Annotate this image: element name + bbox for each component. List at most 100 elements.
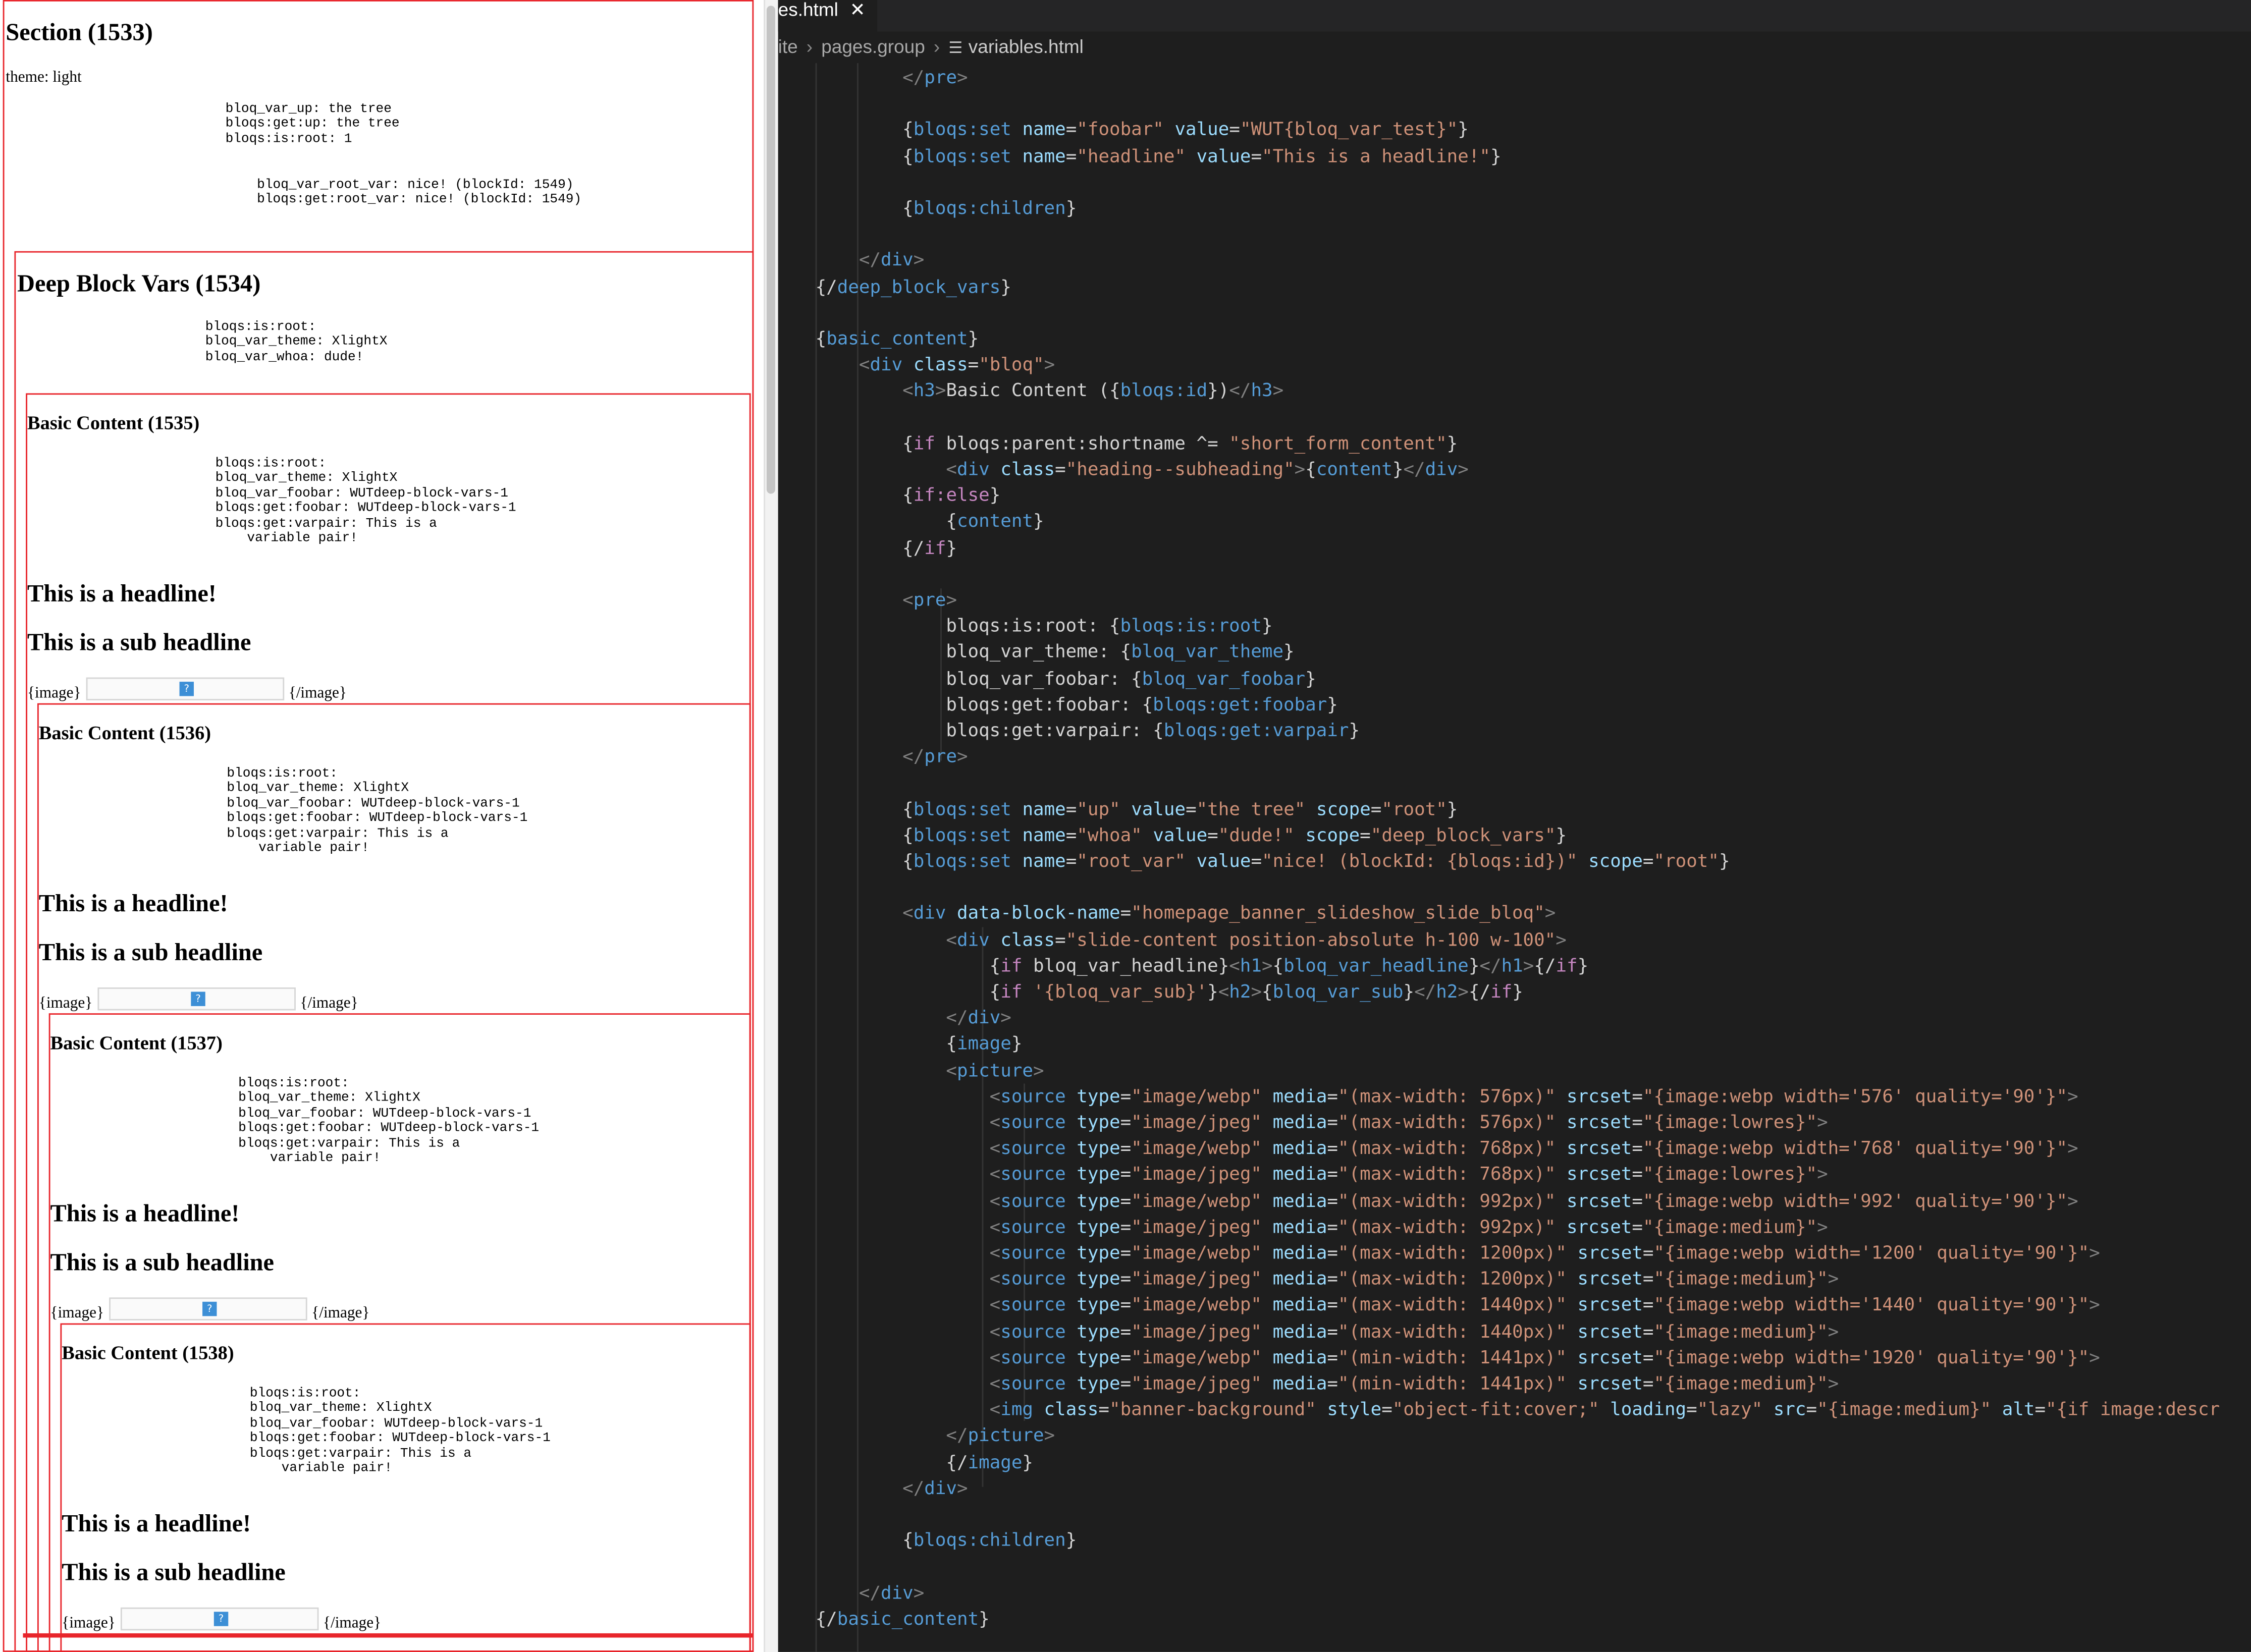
code-line[interactable]: {if bloqs:parent:shortname ^= "short_for… <box>816 430 1458 457</box>
broken-image-icon: ? <box>202 1301 217 1316</box>
code-line[interactable]: </div> <box>816 1475 968 1501</box>
code-token: = <box>1120 1268 1132 1289</box>
code-token: div <box>957 458 990 480</box>
code-token: source <box>1000 1137 1066 1159</box>
code-token: > <box>1294 458 1306 480</box>
code-line[interactable]: {if:else} <box>816 482 1001 509</box>
code-token: < <box>815 1346 1001 1368</box>
code-line[interactable]: </pre> <box>816 65 968 91</box>
code-token: "image/webp" <box>1131 1346 1262 1368</box>
code-line[interactable]: {bloqs:children} <box>816 195 1077 222</box>
preview-scrollbar-thumb[interactable] <box>766 6 775 494</box>
code-token: > <box>1828 1268 1839 1289</box>
code-token: "(max-width: 1200px)" <box>1338 1268 1567 1289</box>
code-line[interactable]: {bloqs:set name="foobar" value="WUT{bloq… <box>816 117 1469 143</box>
code-token: "image/jpeg" <box>1131 1111 1262 1133</box>
code-line[interactable]: {bloqs:set name="whoa" value="dude!" sco… <box>816 822 1567 848</box>
code-token: source <box>1000 1163 1066 1185</box>
code-line[interactable]: <img class="banner-background" style="ob… <box>816 1397 2220 1423</box>
code-line[interactable]: {if bloq_var_headline}<h1>{bloq_var_head… <box>816 953 1589 979</box>
code-line[interactable]: {content} <box>816 509 1044 535</box>
code-token: div <box>870 353 903 375</box>
code-line[interactable]: <source type="image/webp" media="(max-wi… <box>816 1240 2100 1266</box>
code-token: div <box>957 928 990 950</box>
breadcrumb-item-file[interactable]: variables.html <box>968 36 1084 58</box>
code-token: media <box>1262 1215 1327 1237</box>
code-token: < <box>815 588 914 610</box>
code-line[interactable]: </pre> <box>816 744 968 770</box>
code-line[interactable]: {/deep_block_vars} <box>816 273 1011 300</box>
code-area[interactable]: </pre> {bloqs:set name="foobar" value="W… <box>816 65 2251 1652</box>
code-line[interactable]: bloqs:is:root: {bloqs:is:root} <box>816 613 1272 639</box>
code-line[interactable]: {if '{bloq_var_sub}'}<h2>{bloq_var_sub}<… <box>816 979 1523 1005</box>
code-line[interactable]: {bloqs:set name="root_var" value="nice! … <box>816 848 1730 874</box>
code-token: > <box>2089 1241 2100 1263</box>
code-line[interactable]: <source type="image/webp" media="(max-wi… <box>816 1292 2100 1318</box>
code-line[interactable]: <source type="image/jpeg" media="(min-wi… <box>816 1370 1839 1397</box>
code-line[interactable]: <source type="image/jpeg" media="(max-wi… <box>816 1266 1839 1292</box>
code-token: name <box>1011 823 1066 845</box>
code-token: = <box>1120 1163 1132 1185</box>
tab-variables-html[interactable]: es.html✕ <box>778 0 877 32</box>
basic-content-vars: bloqs:is:root: bloq_var_theme: XlightX b… <box>249 1385 551 1476</box>
code-token: } <box>1022 1450 1034 1472</box>
code-line[interactable]: {bloqs:children} <box>816 1527 1077 1554</box>
code-line[interactable]: </div> <box>816 1580 924 1606</box>
code-line[interactable]: bloq_var_theme: {bloq_var_theme} <box>816 639 1294 666</box>
code-line[interactable]: bloqs:get:varpair: {bloqs:get:varpair} <box>816 718 1360 744</box>
code-line[interactable]: bloqs:get:foobar: {bloqs:get:foobar} <box>816 691 1337 718</box>
code-line[interactable]: <picture> <box>816 1057 1044 1083</box>
code-line[interactable]: {/if} <box>816 535 957 561</box>
code-line[interactable]: <source type="image/jpeg" media="(max-wi… <box>816 1318 1839 1345</box>
breadcrumb-item-root[interactable]: ite <box>778 36 798 58</box>
code-line[interactable]: </div> <box>816 247 924 273</box>
code-token: srcset <box>1566 1319 1643 1342</box>
code-line[interactable]: bloq_var_foobar: {bloq_var_foobar} <box>816 666 1316 692</box>
code-token: "image/webp" <box>1131 1189 1262 1211</box>
code-token: content <box>1316 458 1392 480</box>
code-line[interactable]: <div class="slide-content position-absol… <box>816 926 1566 953</box>
breadcrumb-item-folder[interactable]: pages.group <box>821 36 925 58</box>
code-token: pre <box>924 745 957 767</box>
code-line[interactable]: {bloqs:set name="up" value="the tree" sc… <box>816 796 1458 822</box>
code-line[interactable]: <source type="image/jpeg" media="(max-wi… <box>816 1214 1828 1240</box>
code-line[interactable]: {basic_content} <box>816 326 979 352</box>
code-token: media <box>1262 1346 1327 1368</box>
code-token: } <box>989 484 1001 506</box>
code-token: > <box>1828 1319 1839 1342</box>
code-token: = <box>1327 1137 1338 1159</box>
code-token: name <box>1011 849 1066 871</box>
code-line[interactable]: {/basic_content} <box>816 1606 990 1632</box>
code-line[interactable]: <div class="heading--subheading">{conten… <box>816 457 1468 483</box>
code-line[interactable]: </div> <box>816 1005 1011 1031</box>
code-token: { <box>815 510 957 532</box>
code-token: if <box>913 431 935 454</box>
file-lines-icon: ☰ <box>948 40 963 58</box>
code-token: source <box>1000 1111 1066 1133</box>
code-token: { <box>815 118 914 140</box>
code-line[interactable]: {image} <box>816 1031 1022 1057</box>
code-line[interactable]: <div data-block-name="homepage_banner_sl… <box>816 901 1556 927</box>
code-line[interactable]: <source type="image/webp" media="(max-wi… <box>816 1083 2078 1110</box>
code-line[interactable]: {/image} <box>816 1449 1033 1475</box>
code-line[interactable]: <source type="image/jpeg" media="(max-wi… <box>816 1110 1828 1136</box>
code-token: pre <box>924 66 957 88</box>
code-token: } <box>1207 980 1218 1002</box>
code-token: } <box>1577 954 1589 976</box>
code-line[interactable]: <pre> <box>816 587 957 613</box>
code-line[interactable]: <source type="image/webp" media="(max-wi… <box>816 1188 2078 1214</box>
code-token: value <box>1142 823 1208 845</box>
code-line[interactable]: <source type="image/webp" media="(min-wi… <box>816 1345 2100 1371</box>
code-token: > <box>1458 980 1469 1002</box>
code-token: { <box>1262 980 1273 1002</box>
code-line[interactable]: <source type="image/webp" media="(max-wi… <box>816 1135 2078 1162</box>
code-line[interactable]: <source type="image/jpeg" media="(max-wi… <box>816 1162 1828 1188</box>
code-token: > <box>1544 902 1556 924</box>
code-line[interactable]: <div class="bloq"> <box>816 352 1055 378</box>
close-icon[interactable]: ✕ <box>849 0 866 20</box>
code-line[interactable]: </picture> <box>816 1423 1055 1449</box>
code-line[interactable]: {bloqs:set name="headline" value="This i… <box>816 143 1501 169</box>
code-line[interactable]: <h3>Basic Content ({bloqs:id})</h3> <box>816 378 1283 404</box>
code-token: > <box>1828 1372 1839 1394</box>
code-token: "{image:medium}" <box>1817 1398 1992 1420</box>
